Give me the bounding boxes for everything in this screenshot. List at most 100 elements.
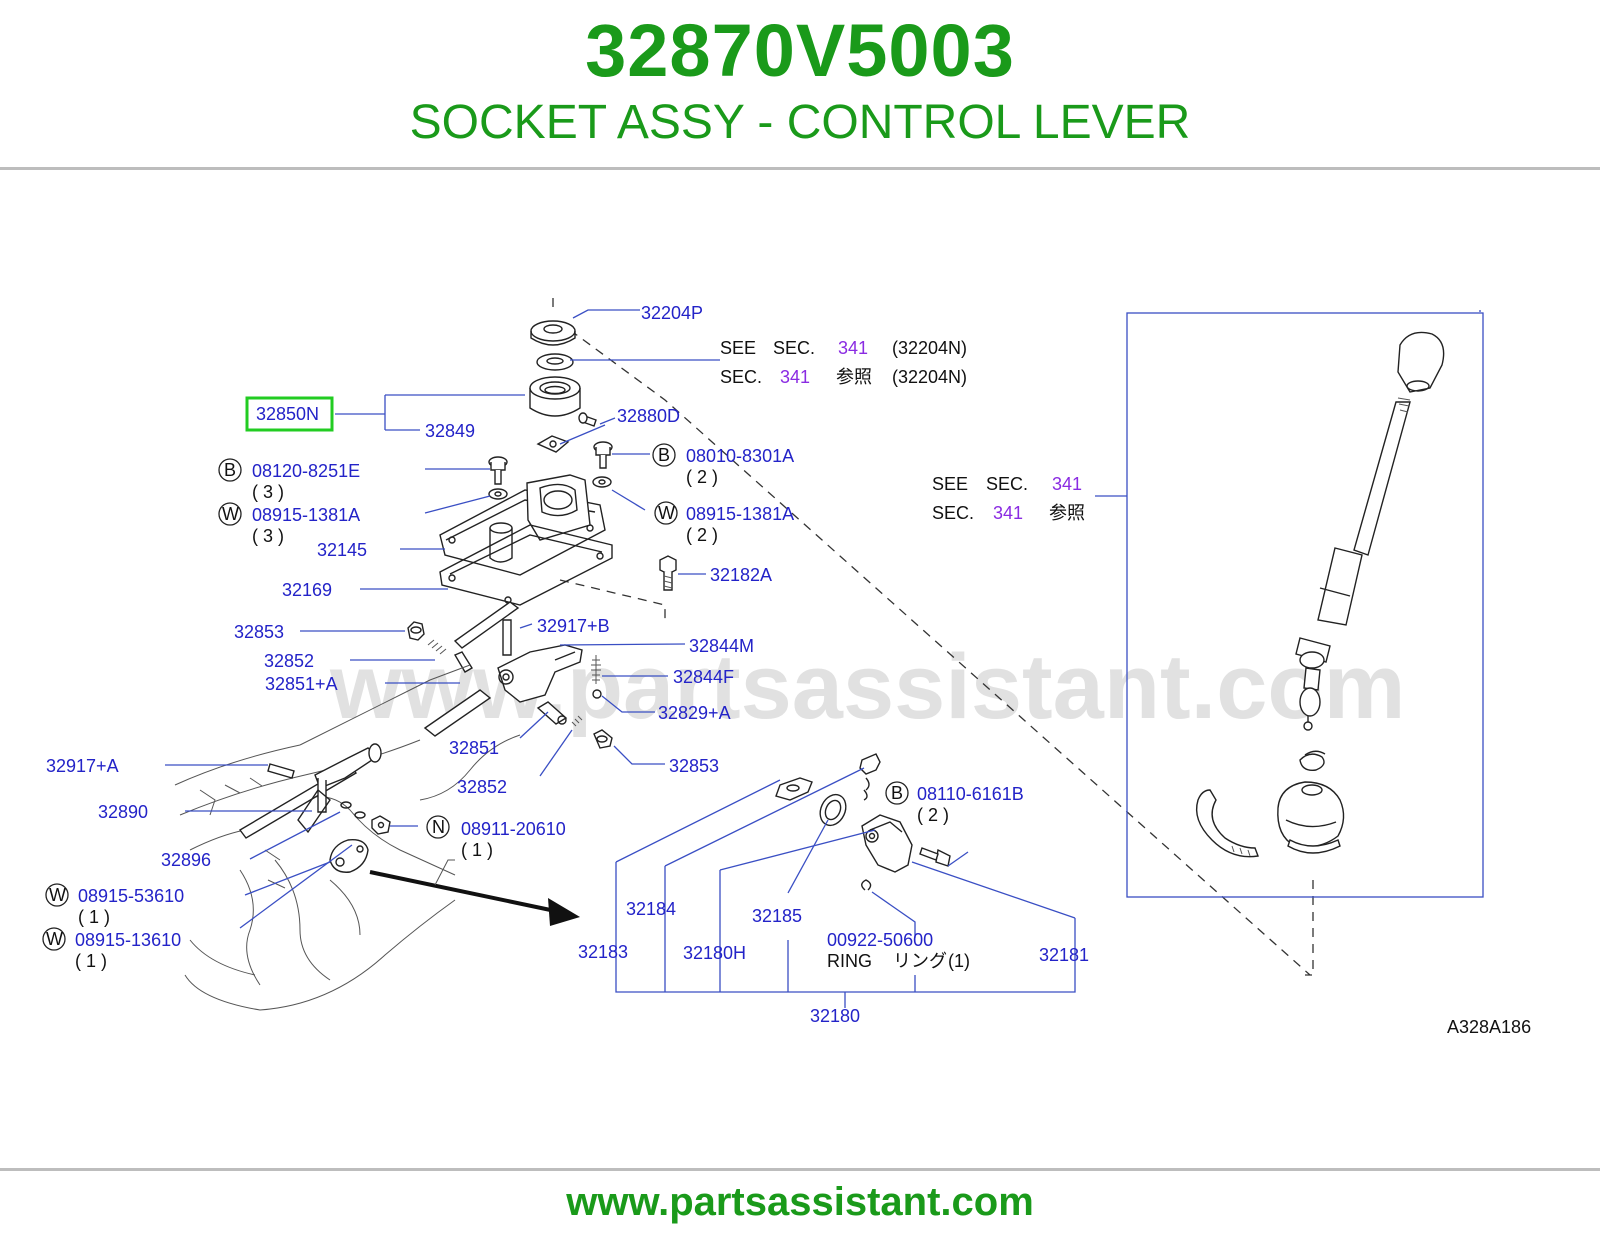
svg-text:SEE: SEE: [932, 474, 968, 494]
bolt-callout-08120-8251E[interactable]: B 08120-8251E ( 3 ): [218, 458, 360, 502]
watermark-text: www.partsassistant.com: [329, 636, 1405, 738]
svg-text:W: W: [49, 885, 66, 905]
seal-ring-32185: [819, 793, 847, 827]
control-lever-32890: [238, 743, 382, 839]
svg-text:08120-8251E: 08120-8251E: [252, 461, 360, 481]
see-section-ref-right[interactable]: SEE SEC. 341 SEC. 341 参照: [932, 474, 1085, 523]
svg-text:08010-8301A: 08010-8301A: [686, 446, 794, 466]
svg-text:SEC.: SEC.: [986, 474, 1028, 494]
label-32850N-highlighted[interactable]: 32850N: [256, 404, 319, 424]
bracket-32183: [775, 777, 813, 801]
svg-text:B: B: [891, 783, 903, 803]
part-description-title: SOCKET ASSY - CONTROL LEVER: [409, 96, 1191, 149]
direction-arrow: [369, 870, 580, 926]
label-32851A[interactable]: 32851+A: [265, 674, 338, 694]
label-32183[interactable]: 32183: [578, 942, 628, 962]
label-32184[interactable]: 32184: [626, 899, 676, 919]
socket-32849: [529, 376, 581, 417]
svg-text:SEC.: SEC.: [773, 338, 815, 358]
washer: [536, 435, 570, 453]
label-32917B[interactable]: 32917+B: [537, 616, 610, 636]
svg-text:N: N: [432, 817, 445, 837]
bolt-callout-08915-53610[interactable]: W 08915-53610 ( 1 ): [45, 883, 184, 927]
bolt-08110-6161B: [919, 847, 951, 867]
label-32169[interactable]: 32169: [282, 580, 332, 600]
boot-strap: [1195, 789, 1259, 858]
label-32844M[interactable]: 32844M: [689, 636, 754, 656]
transmission-housing-outline: [174, 664, 521, 1011]
svg-text:( 3 ): ( 3 ): [252, 526, 284, 546]
socket-housing-32181: [861, 814, 913, 873]
svg-text:( 2 ): ( 2 ): [686, 525, 718, 545]
svg-text:08915-1381A: 08915-1381A: [686, 504, 794, 524]
svg-text:参照: 参照: [1049, 503, 1085, 523]
bolt-callout-08110-6161B[interactable]: B 08110-6161B ( 2 ): [885, 781, 1024, 825]
leader-lines: [165, 309, 1481, 1008]
svg-text:W: W: [222, 504, 239, 524]
label-32145[interactable]: 32145: [317, 540, 367, 560]
svg-text:341: 341: [780, 367, 810, 387]
label-32880D[interactable]: 32880D: [617, 406, 680, 426]
svg-text:341: 341: [838, 338, 868, 358]
label-32851[interactable]: 32851: [449, 738, 499, 758]
label-32844F[interactable]: 32844F: [673, 667, 734, 687]
svg-text:B: B: [224, 460, 236, 480]
washer-08915-1381A-left: [488, 488, 508, 500]
footer-url-link[interactable]: www.partsassistant.com: [566, 1180, 1034, 1224]
ring-jp-label: リング: [893, 951, 947, 971]
pin-32917A: [267, 763, 295, 779]
svg-text:08915-53610: 08915-53610: [78, 886, 184, 906]
snap-ring-00922-50600: [861, 879, 872, 891]
spring-32844F: [591, 655, 601, 684]
label-32852-bottom[interactable]: 32852: [457, 777, 507, 797]
label-00922-50600[interactable]: 00922-50600: [827, 930, 933, 950]
svg-text:08911-20610: 08911-20610: [461, 819, 566, 839]
boot-clamp: [1299, 750, 1326, 771]
footer-divider: [0, 1168, 1600, 1171]
label-32185[interactable]: 32185: [752, 906, 802, 926]
spring-32852-bottom: [571, 715, 583, 727]
bolt-callout-08915-13610[interactable]: W 08915-13610 ( 1 ): [42, 927, 181, 971]
svg-text:341: 341: [1052, 474, 1082, 494]
highlighted-part-box[interactable]: [245, 396, 334, 432]
label-32890[interactable]: 32890: [98, 802, 148, 822]
see-section-ref-top[interactable]: SEE SEC. 341 (32204N) SEC. 341 参照 (32204…: [720, 338, 967, 387]
svg-text:SEC.: SEC.: [932, 503, 974, 523]
bolt-callout-08915-1381A-right[interactable]: W 08915-1381A ( 2 ): [654, 501, 794, 545]
svg-text:( 3 ): ( 3 ): [252, 482, 284, 502]
svg-text:( 2 ): ( 2 ): [917, 805, 949, 825]
bolt-callout-08911-20610[interactable]: N 08911-20610 ( 1 ): [426, 815, 566, 860]
label-32917A[interactable]: 32917+A: [46, 756, 119, 776]
part-number-title: 32870V5003: [585, 9, 1015, 92]
bolt-callout-08915-1381A-left[interactable]: W 08915-1381A ( 3 ): [218, 502, 360, 546]
svg-text:( 1 ): ( 1 ): [78, 907, 110, 927]
label-32204P[interactable]: 32204P: [641, 303, 703, 323]
label-32181[interactable]: 32181: [1039, 945, 1089, 965]
shift-lever-rod: [1295, 397, 1411, 731]
header: 32870V5003 SOCKET ASSY - CONTROL LEVER: [0, 0, 1600, 170]
label-32180H[interactable]: 32180H: [683, 943, 746, 963]
rod-end-32184: [859, 753, 881, 801]
label-32180[interactable]: 32180: [810, 1006, 860, 1026]
label-32849[interactable]: 32849: [425, 421, 475, 441]
shift-boot: [1277, 781, 1345, 854]
label-32896[interactable]: 32896: [161, 850, 211, 870]
label-32852-top[interactable]: 32852: [264, 651, 314, 671]
bolt-32182A: [659, 555, 677, 591]
svg-text:( 1 ): ( 1 ): [461, 840, 493, 860]
gasket-32169: [439, 524, 613, 606]
dashed-axis-line-right: [1305, 880, 1314, 976]
pin-32917B: [502, 619, 512, 656]
label-32182A[interactable]: 32182A: [710, 565, 772, 585]
cover-plate-32145: [439, 474, 606, 576]
label-32853-top[interactable]: 32853: [234, 622, 284, 642]
nut-leader-curve: [434, 859, 455, 886]
label-32829A[interactable]: 32829+A: [658, 703, 731, 723]
label-32853-bottom[interactable]: 32853: [669, 756, 719, 776]
washer-08915-1381A-right: [592, 476, 612, 488]
dashed-guide-line: [559, 579, 666, 625]
plunger-32851A: [453, 651, 473, 673]
spring-32852-top: [427, 639, 447, 655]
svg-text:( 1 ): ( 1 ): [75, 951, 107, 971]
bolt-callout-08010-8301A[interactable]: B 08010-8301A ( 2 ): [652, 443, 794, 487]
